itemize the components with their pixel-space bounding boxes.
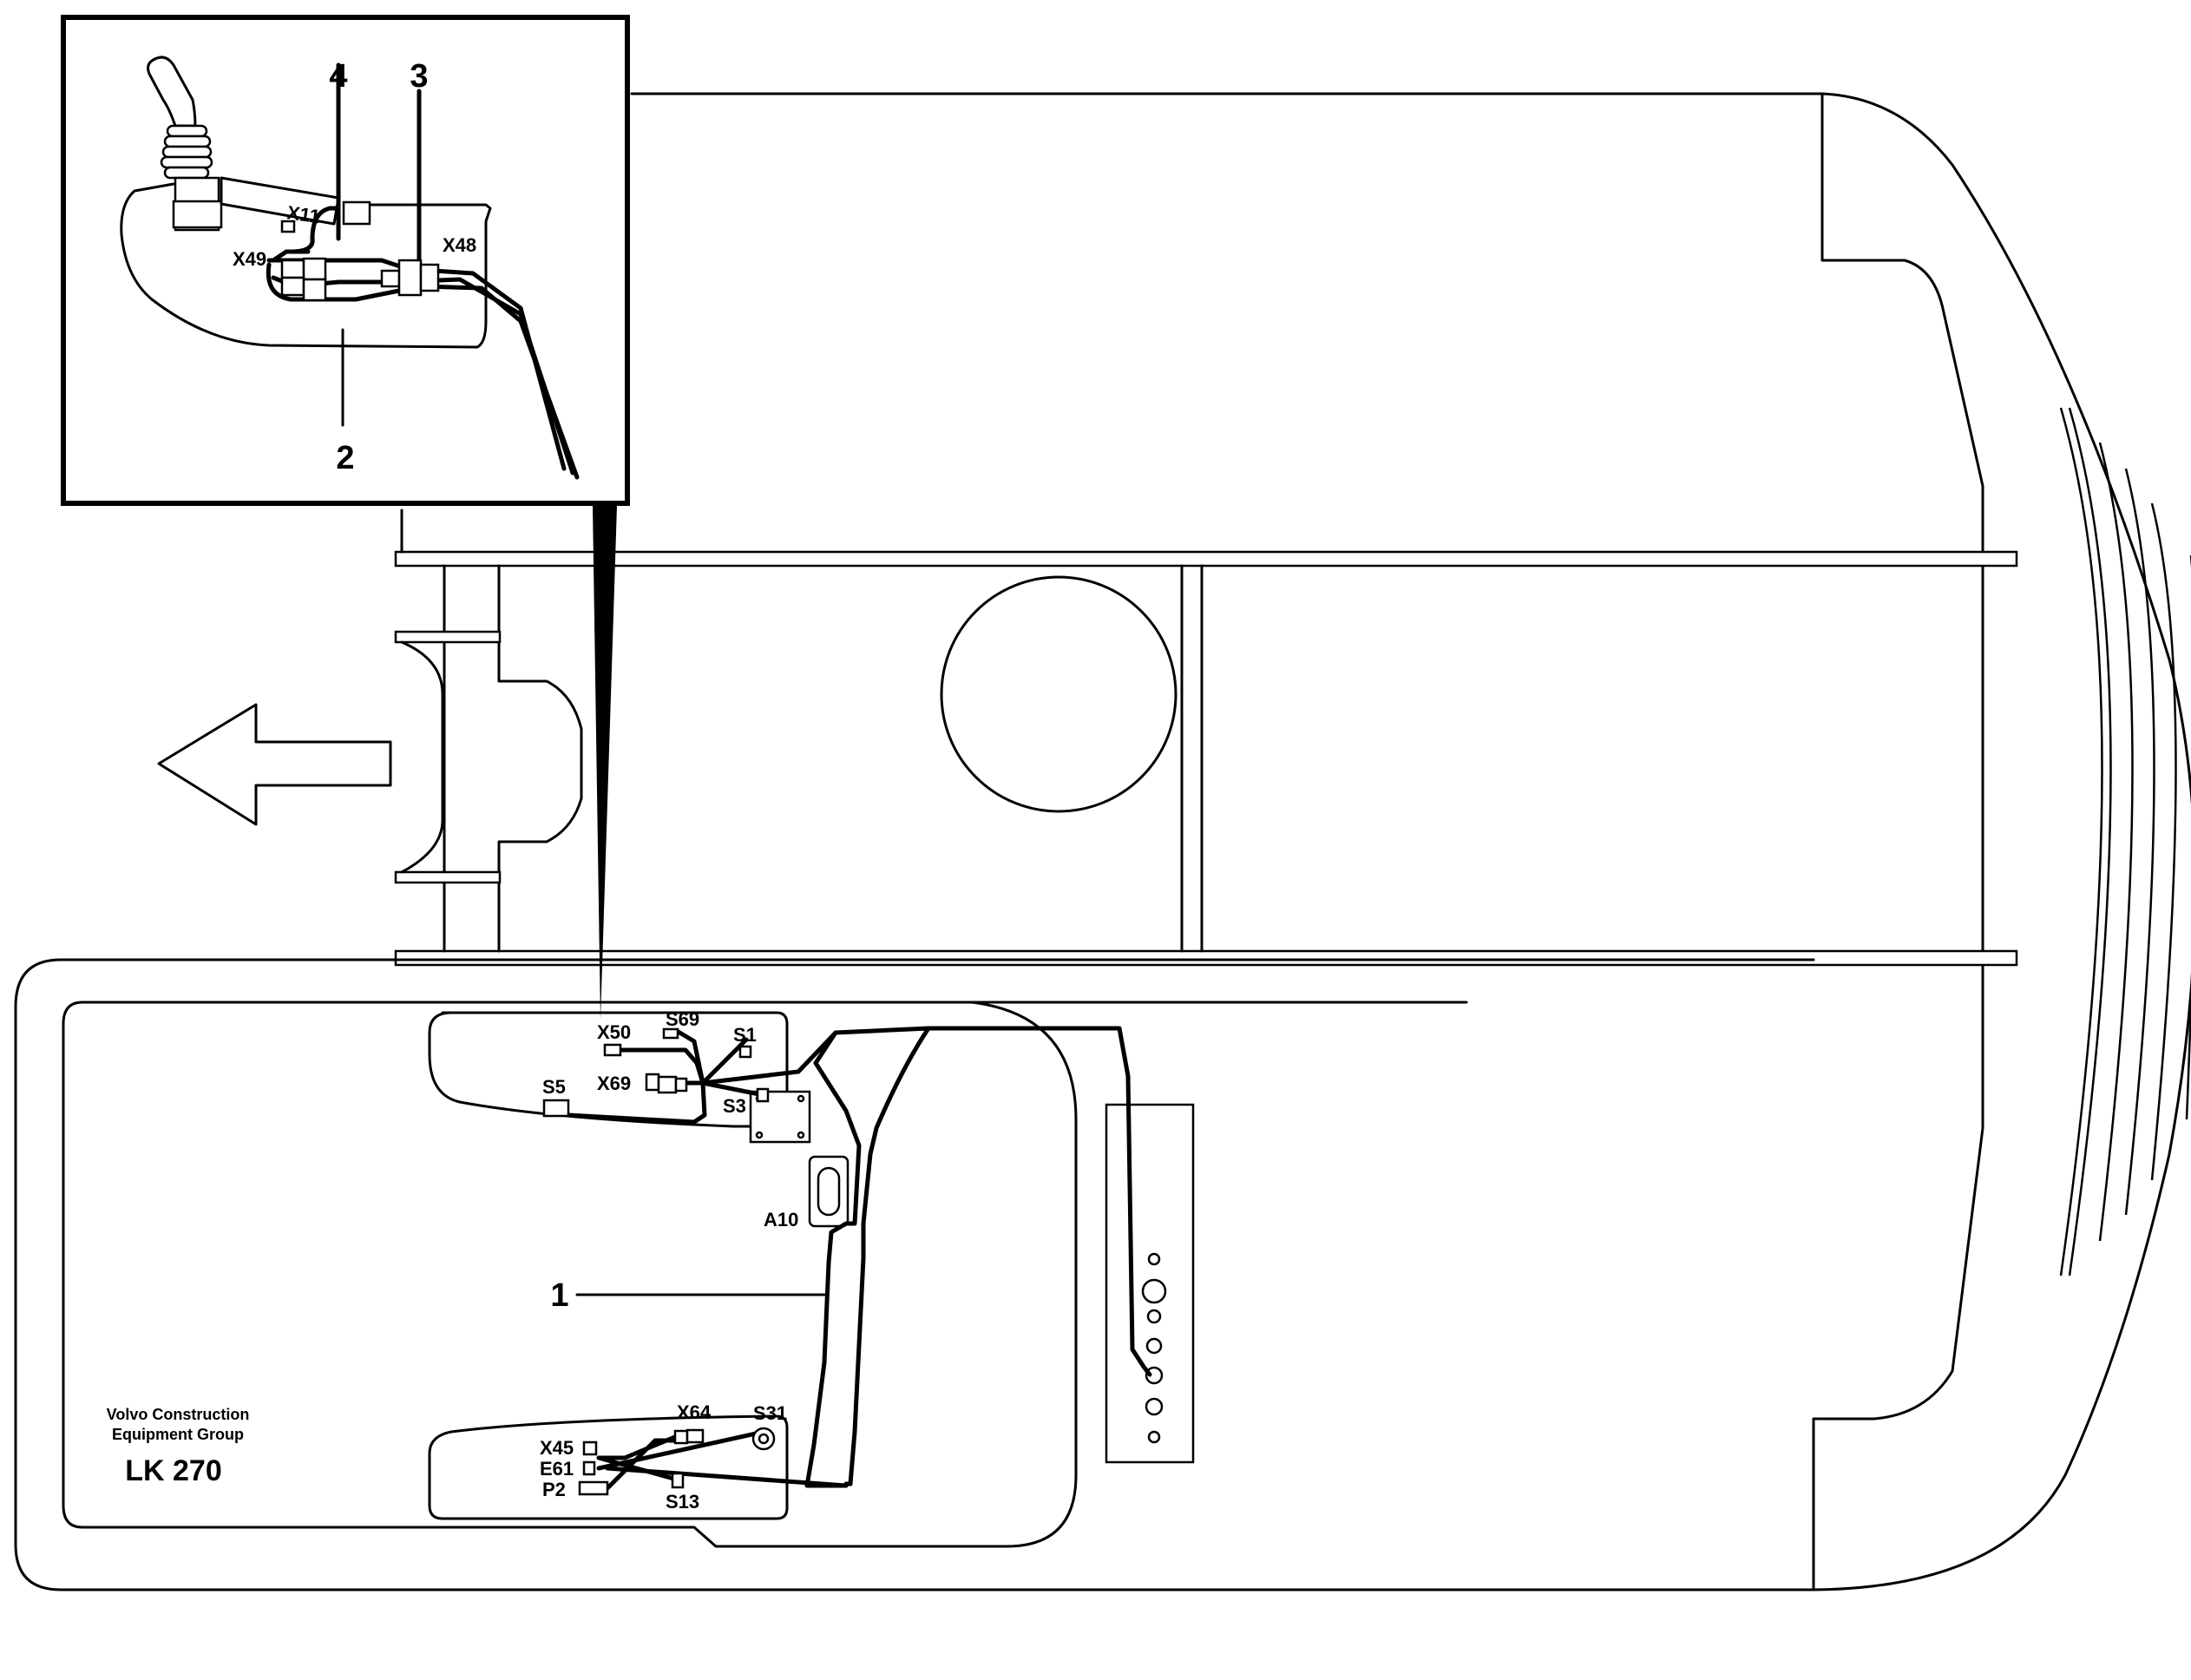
label-a10: A10: [764, 1209, 798, 1230]
swivel-ring: [940, 575, 1177, 813]
label-s5: S5: [542, 1076, 566, 1098]
label-s3: S3: [723, 1095, 746, 1117]
label-p2: P2: [542, 1479, 566, 1500]
connectors: [542, 1027, 776, 1496]
label-s1: S1: [733, 1024, 757, 1046]
inset-leader: [593, 506, 617, 1020]
label-x45: X45: [540, 1437, 574, 1459]
callout-4: 4: [329, 58, 347, 95]
callout-1: 1: [550, 1277, 568, 1314]
label-s13: S13: [666, 1491, 699, 1513]
machine-outline: [630, 92, 2191, 1591]
label-s31: S31: [753, 1402, 787, 1424]
label-x49: X49: [233, 248, 266, 270]
inset-detail: [61, 15, 630, 506]
label-x69: X69: [597, 1073, 631, 1094]
cab-outline: [14, 958, 1815, 1591]
label-x11: X11: [285, 201, 321, 227]
label-x48: X48: [443, 234, 476, 256]
label-e61: E61: [540, 1458, 574, 1480]
drawing-code: LK 270: [125, 1454, 222, 1487]
label-x64: X64: [677, 1401, 712, 1423]
company-name-line1: Volvo Construction: [107, 1406, 250, 1423]
frame-structure: [394, 509, 2018, 967]
forward-arrow-icon: [157, 703, 392, 826]
callout-3: 3: [410, 58, 428, 95]
callout-2: 2: [336, 440, 354, 476]
main-harness: [566, 1026, 1152, 1491]
label-s69: S69: [666, 1008, 699, 1030]
label-x50: X50: [597, 1021, 631, 1043]
company-name-line2: Equipment Group: [112, 1426, 244, 1443]
